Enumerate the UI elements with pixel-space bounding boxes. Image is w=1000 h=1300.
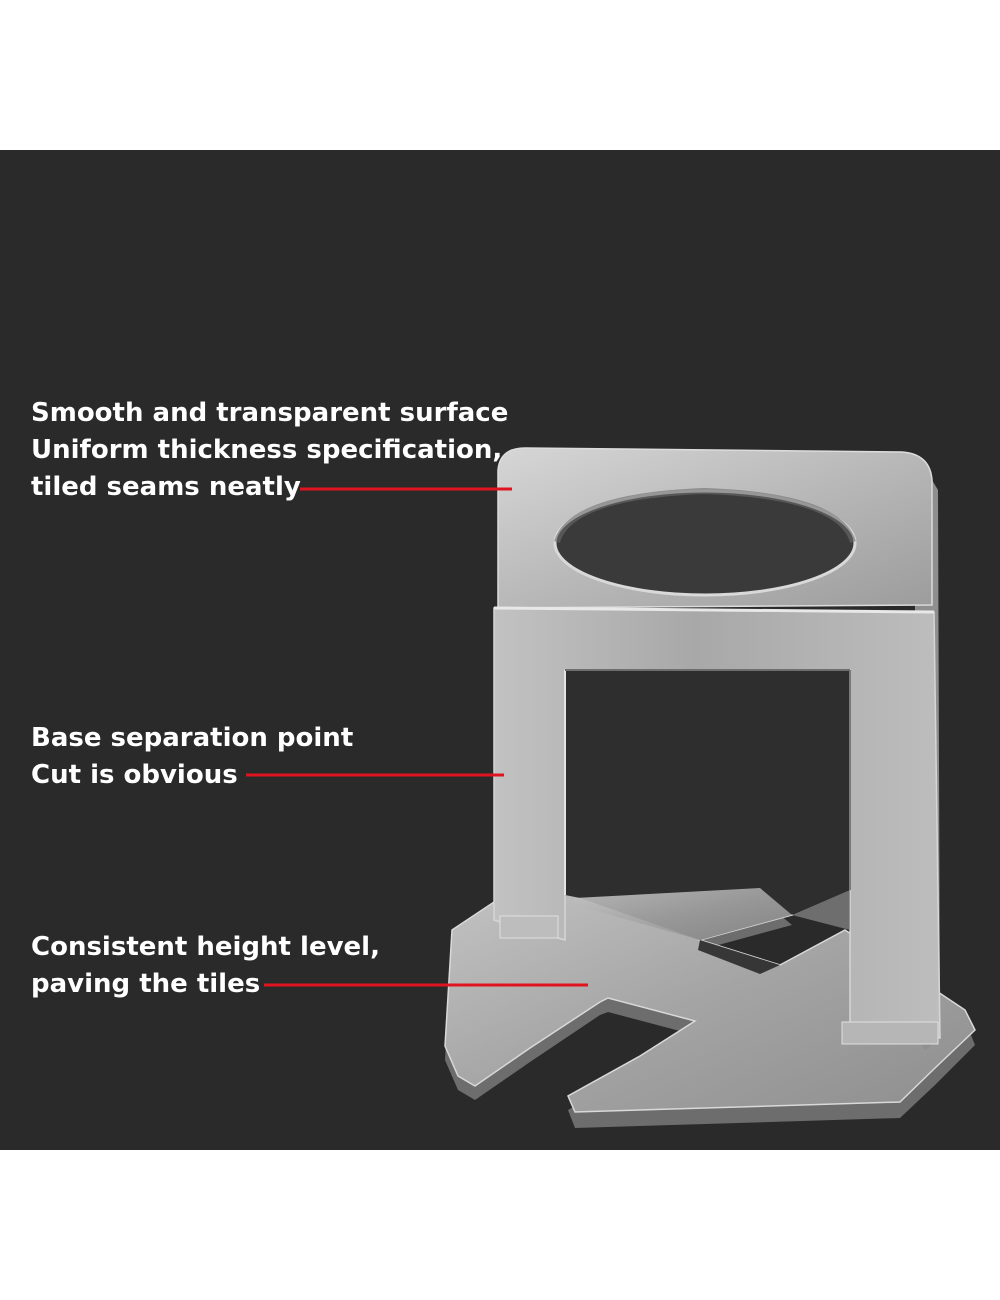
surface-callout-line3: tiled seams neatly (31, 472, 301, 502)
base-notch (698, 940, 780, 974)
clip-base (444, 879, 976, 1128)
product-panel: Smooth and transparent surface Uniform t… (0, 150, 1000, 1150)
base-callout-line1: Base separation point (31, 723, 354, 753)
left-foot-joint (499, 915, 559, 939)
surface-callout: Smooth and transparent surface Uniform t… (31, 395, 508, 506)
height-callout: Consistent height level, paving the tile… (31, 929, 380, 1003)
clip-oval-hole (555, 491, 855, 595)
clip-seam (493, 606, 935, 614)
clip-frame-opening (565, 670, 850, 950)
clip-body (493, 447, 941, 1050)
base-through-opening (575, 888, 792, 940)
tile-leveling-clip-illustration (246, 447, 976, 1128)
right-foot-joint (841, 1021, 939, 1045)
height-callout-line2: paving the tiles (31, 969, 261, 999)
base-callout: Base separation point Cut is obvious (31, 720, 353, 794)
base-callout-line2: Cut is obvious (31, 760, 238, 790)
height-callout-line1: Consistent height level, (31, 932, 380, 962)
surface-callout-line1: Smooth and transparent surface (31, 398, 509, 428)
clip-oval-inner-shadow (554, 487, 856, 544)
surface-callout-line2: Uniform thickness specification, (31, 435, 503, 465)
opening-shadow (792, 890, 850, 930)
